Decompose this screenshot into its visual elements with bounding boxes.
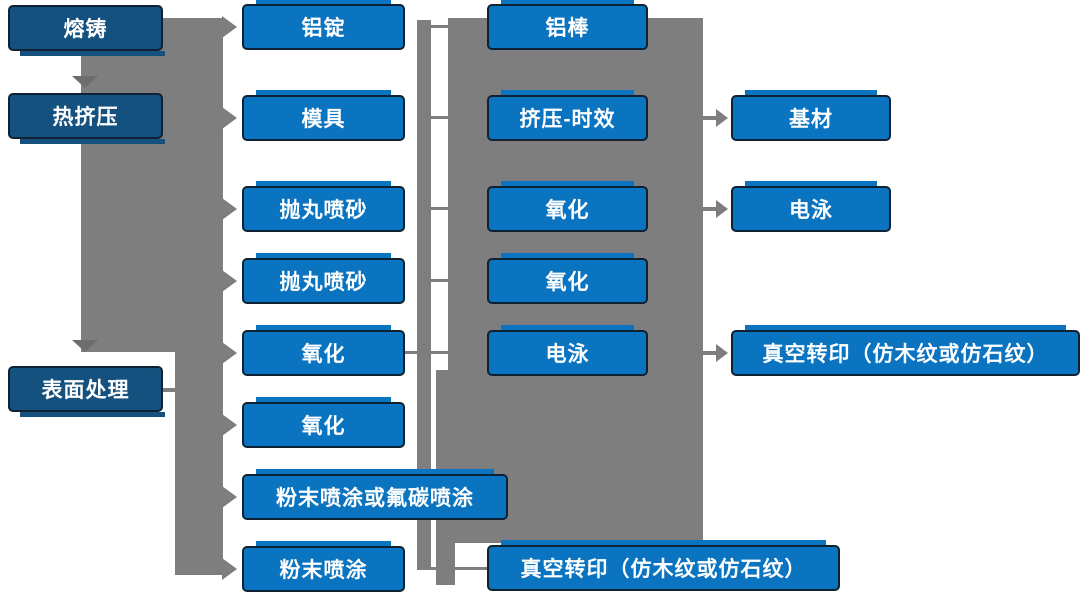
node-aluminum-rod: 铝棒	[487, 0, 648, 50]
node-hot-extrusion: 热挤压	[8, 93, 165, 144]
arrow-right-icon	[222, 558, 237, 580]
node-vacuum-transfer-print-1: 真空转印（仿木纹或仿石纹）	[487, 540, 840, 591]
arrow-down-icon	[72, 76, 98, 88]
node-powder-coating: 粉末喷涂	[242, 541, 405, 592]
arrow-right-icon	[222, 414, 237, 436]
arrow-right-icon	[222, 342, 237, 364]
arrow-right-icon	[222, 16, 237, 38]
arrow-right-icon	[222, 486, 237, 508]
node-oxidation-4: 氧化	[487, 253, 648, 304]
link-line	[703, 351, 717, 355]
arrow-right-icon	[716, 200, 728, 218]
node-extrusion-aging: 挤压-时效	[487, 90, 648, 141]
node-oxidation-1: 氧化	[242, 325, 405, 376]
link-line-surface	[163, 388, 177, 392]
node-vacuum-transfer-print-2: 真空转印（仿木纹或仿石纹）	[731, 325, 1080, 376]
arrow-right-icon	[716, 109, 728, 127]
node-shot-blast-sandblast-1: 抛丸喷砂	[242, 181, 405, 232]
node-substrate: 基材	[731, 90, 891, 141]
link-line	[405, 351, 449, 354]
arrow-right-icon	[222, 107, 237, 129]
link-line	[420, 279, 449, 282]
node-oxidation-3: 氧化	[487, 181, 648, 232]
node-melting-casting: 熔铸	[8, 5, 165, 56]
link-line	[703, 116, 717, 120]
link-line	[420, 116, 449, 119]
node-mold: 模具	[242, 90, 405, 141]
node-oxidation-2: 氧化	[242, 397, 405, 448]
link-line	[703, 207, 717, 211]
arrow-right-icon	[222, 270, 237, 292]
node-powder-or-fluorocarbon-coating: 粉末喷涂或氟碳喷涂	[242, 469, 508, 520]
link-line	[420, 207, 449, 210]
node-shot-blast-sandblast-2: 抛丸喷砂	[242, 253, 405, 304]
node-aluminum-ingot: 铝锭	[242, 0, 405, 50]
link-line	[420, 25, 449, 28]
arrow-right-icon	[716, 344, 728, 362]
connector-mid-bar-a	[417, 20, 431, 570]
connector-left-band	[81, 18, 223, 352]
arrow-right-icon	[222, 198, 237, 220]
arrow-down-icon	[72, 340, 98, 352]
connector-left-spine	[175, 352, 223, 575]
link-line	[417, 567, 487, 570]
node-electrophoresis-2: 电泳	[731, 181, 891, 232]
node-electrophoresis-1: 电泳	[487, 325, 648, 376]
node-surface-treatment: 表面处理	[8, 366, 165, 417]
